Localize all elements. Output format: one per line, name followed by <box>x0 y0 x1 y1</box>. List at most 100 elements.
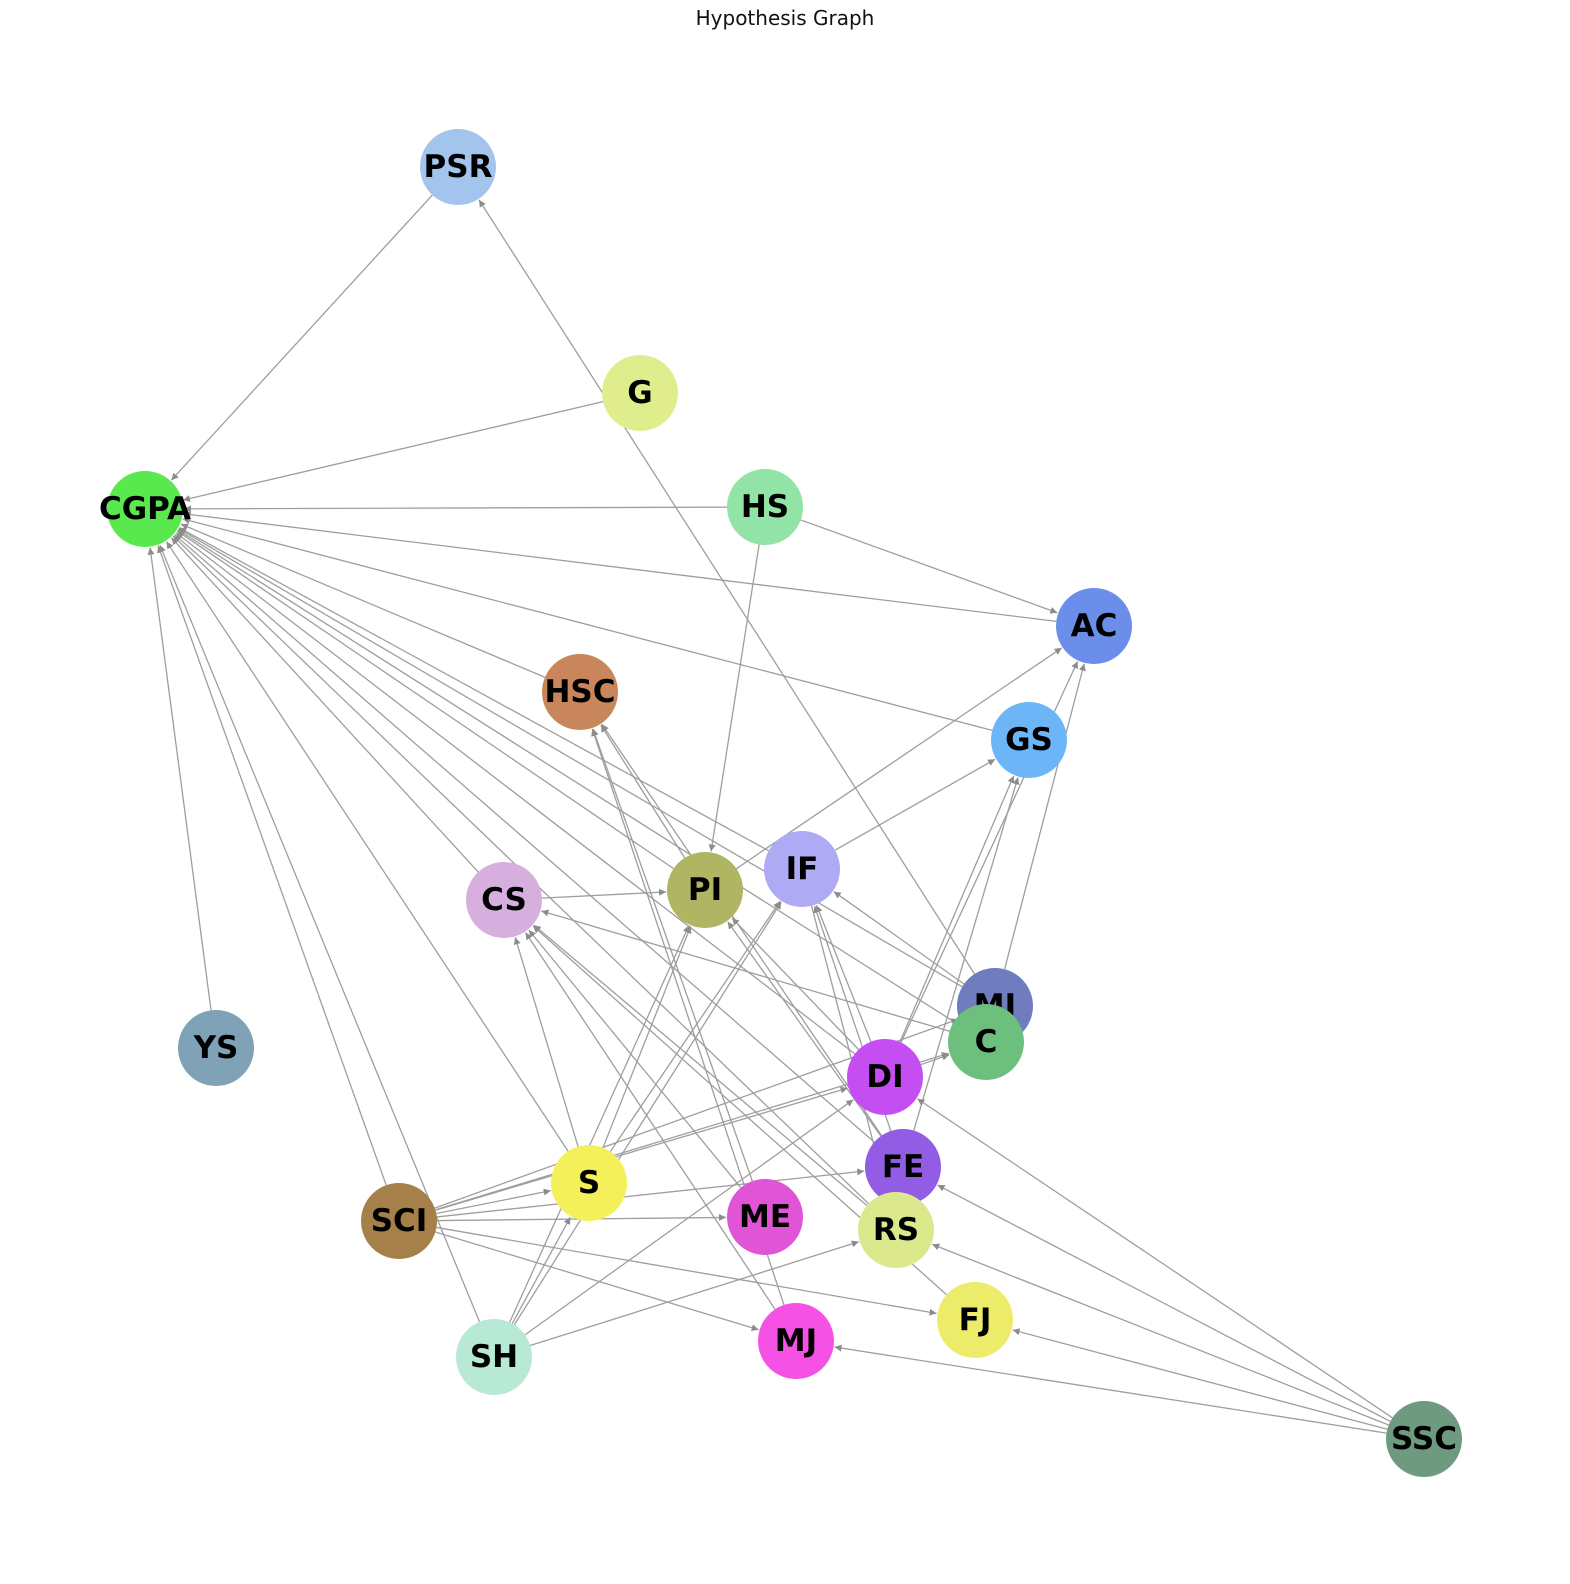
node-label: S <box>578 1165 600 1201</box>
edge-ac-to-cgpa <box>183 511 1057 622</box>
node-label: CGPA <box>99 491 191 527</box>
node-circle <box>847 1039 923 1115</box>
node-cs: CS <box>466 862 542 938</box>
edge-cs-to-pi <box>541 888 667 899</box>
node-label: SH <box>470 1339 518 1375</box>
node-circle <box>107 471 183 547</box>
node-label: CS <box>481 882 527 918</box>
node-sh: SH <box>456 1319 532 1395</box>
node-circle <box>991 702 1067 778</box>
node-circle <box>764 831 840 907</box>
node-circle <box>361 1183 437 1259</box>
edge-hs-to-pi <box>708 544 760 852</box>
node-circle <box>178 1010 254 1086</box>
node-label: G <box>627 375 652 411</box>
edge-rs-to-cs <box>533 924 868 1207</box>
node-label: C <box>975 1024 998 1060</box>
node-circle <box>865 1129 941 1205</box>
edge-sh-to-s <box>511 1216 571 1324</box>
node-label: IF <box>786 851 819 887</box>
edge-hsc-to-cgpa <box>180 523 546 678</box>
node-gs: GS <box>991 702 1067 778</box>
edge-s-to-pi <box>602 926 692 1148</box>
node-psr: PSR <box>420 129 496 205</box>
edge-di-to-cgpa <box>175 532 856 1055</box>
edge-pi-to-cgpa <box>176 530 674 870</box>
edges-layer <box>147 194 1393 1434</box>
node-circle <box>727 1179 803 1255</box>
node-circle <box>727 469 803 545</box>
edge-pi-to-ac <box>736 647 1063 870</box>
edge-fe-to-hsc <box>601 723 883 1136</box>
edge-di-to-gs <box>899 775 1015 1043</box>
edge-sci-to-cgpa <box>157 545 387 1186</box>
edge-mi-to-cgpa <box>178 528 963 988</box>
node-rs: RS <box>858 1192 934 1268</box>
edge-gs-to-cgpa <box>182 517 993 732</box>
edge-sci-to-fj <box>436 1226 937 1316</box>
edge-ssc-to-mj <box>834 1344 1387 1434</box>
node-pi: PI <box>667 852 743 928</box>
edge-sh-to-pi <box>509 925 690 1323</box>
edge-sci-to-di <box>435 1086 848 1211</box>
node-g: G <box>602 355 678 431</box>
edge-if-to-cgpa <box>178 527 769 852</box>
edge-cs-to-cgpa <box>170 537 479 873</box>
node-label: YS <box>193 1030 239 1066</box>
edge-fe-to-pi <box>727 921 882 1137</box>
edge-ys-to-cgpa <box>147 547 212 1011</box>
node-circle <box>667 852 743 928</box>
edge-mi-to-if <box>833 891 965 985</box>
node-ys: YS <box>178 1010 254 1086</box>
node-label: AC <box>1071 608 1118 644</box>
chart-title: Hypothesis Graph <box>695 6 875 30</box>
edge-sh-to-cgpa <box>159 544 481 1323</box>
node-hsc: HSC <box>542 654 618 730</box>
node-circle <box>551 1145 627 1221</box>
edge-ssc-to-fe <box>937 1184 1391 1422</box>
edge-sci-to-fe <box>436 1168 865 1218</box>
edge-c-to-cs <box>541 909 950 1032</box>
edge-if-to-gs <box>834 758 996 851</box>
node-mj: MJ <box>758 1303 834 1379</box>
node-label: FJ <box>959 1302 992 1338</box>
node-label: RS <box>873 1212 919 1248</box>
nodes-layer: PSRGCGPAHSACHSCGSIFCSPIMICYSDIFESSCIMERS… <box>99 129 1462 1477</box>
node-label: ME <box>739 1199 791 1235</box>
edge-s-to-if <box>609 900 781 1152</box>
node-circle <box>758 1303 834 1379</box>
node-fj: FJ <box>937 1282 1013 1358</box>
edge-fe-to-gs <box>913 777 1020 1131</box>
edge-di-to-if <box>815 904 872 1042</box>
node-me: ME <box>727 1179 803 1255</box>
node-circle <box>466 862 542 938</box>
node-circle <box>858 1192 934 1268</box>
node-if: IF <box>764 831 840 907</box>
node-label: SSC <box>1391 1421 1457 1457</box>
edge-psr-to-cgpa <box>170 194 433 481</box>
edge-g-to-cgpa <box>182 401 604 502</box>
edge-mj-to-cs <box>524 932 776 1310</box>
edge-me-to-cs <box>528 929 742 1189</box>
node-ac: AC <box>1056 588 1132 664</box>
node-circle <box>542 654 618 730</box>
node-ssc: SSC <box>1386 1401 1462 1477</box>
edge-me-to-hsc <box>591 728 753 1182</box>
edge-sci-to-s <box>436 1188 551 1215</box>
node-fe: FE <box>865 1129 941 1205</box>
node-label: GS <box>1005 722 1053 758</box>
node-circle <box>1056 588 1132 664</box>
edge-s-to-cgpa <box>165 541 569 1152</box>
node-circle <box>937 1282 1013 1358</box>
node-sci: SCI <box>361 1183 437 1259</box>
edge-c-to-cgpa <box>177 529 955 1023</box>
node-label: FE <box>882 1149 924 1185</box>
edge-hs-to-ac <box>800 519 1058 614</box>
edge-ssc-to-fj <box>1012 1328 1388 1430</box>
edge-di-to-pi <box>731 917 860 1051</box>
edge-di-to-c <box>920 1053 950 1066</box>
node-di: DI <box>847 1039 923 1115</box>
node-s: S <box>551 1145 627 1221</box>
node-label: MJ <box>775 1323 817 1359</box>
